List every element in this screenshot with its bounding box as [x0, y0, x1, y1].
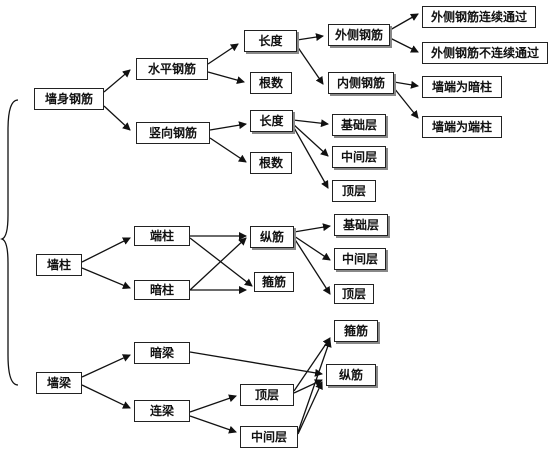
inner-rebar-node: 内侧钢筋 [328, 72, 394, 94]
connector [103, 69, 131, 93]
end-column-node: 端柱 [134, 226, 190, 246]
middle-layer-node-vertical: 中间层 [332, 146, 386, 168]
connector [189, 351, 323, 377]
connector [81, 237, 131, 263]
horizontal-rebar-node: 水平钢筋 [136, 58, 208, 80]
wall-column-node: 墙柱 [36, 254, 82, 276]
connector [293, 235, 331, 261]
base-layer-node-vertical: 基础层 [332, 114, 386, 136]
connector [293, 337, 331, 392]
top-layer-node-beam: 顶层 [240, 384, 294, 406]
connector [292, 125, 329, 189]
connector [389, 13, 419, 31]
wall-rebar-node: 墙身钢筋 [34, 88, 104, 110]
connector [189, 415, 237, 434]
end-end-column-node: 墙端为端柱 [422, 116, 502, 138]
connector [209, 121, 247, 131]
base-layer-node-column: 基础层 [334, 214, 388, 236]
top-layer-node-vertical: 顶层 [332, 180, 376, 202]
connector [189, 237, 247, 291]
longitudinal-node-beam: 纵筋 [326, 364, 376, 386]
connector [297, 339, 332, 433]
connector [292, 123, 329, 157]
outer-noncontinuous-node: 外侧钢筋不连续通过 [422, 42, 548, 64]
coupling-beam-node: 连梁 [134, 400, 190, 422]
middle-layer-node-column: 中间层 [334, 248, 386, 270]
vertical-rebar-node: 竖向钢筋 [136, 122, 210, 144]
connector [297, 381, 323, 435]
count-node-horizontal: 根数 [250, 72, 292, 94]
connector [393, 87, 419, 119]
length-node-horizontal: 长度 [244, 30, 297, 52]
connector [81, 267, 131, 289]
connector [207, 43, 239, 65]
connector [207, 71, 245, 84]
stirrup-node-column: 箍筋 [254, 272, 294, 292]
stirrup-node-beam: 箍筋 [334, 320, 378, 342]
connector [81, 384, 131, 409]
root-brace [0, 99, 19, 386]
connector [292, 119, 329, 128]
length-node-vertical: 长度 [250, 110, 293, 132]
outer-rebar-node: 外侧钢筋 [328, 24, 390, 46]
end-hidden-column-node: 墙端为暗柱 [422, 76, 502, 98]
connector [293, 223, 331, 233]
connector [81, 354, 131, 378]
hidden-beam-node: 暗梁 [134, 342, 190, 364]
middle-layer-node-beam: 中间层 [240, 426, 298, 448]
connector [296, 45, 324, 85]
connector [389, 37, 419, 53]
outer-continuous-node: 外侧钢筋连续通过 [422, 6, 536, 28]
connector [209, 137, 247, 163]
count-node-vertical: 根数 [250, 152, 292, 174]
wall-beam-node: 墙梁 [36, 372, 82, 394]
top-layer-node-column: 顶层 [334, 284, 374, 304]
connector [103, 105, 131, 131]
connector [296, 33, 324, 42]
connector [189, 394, 237, 413]
connector [293, 237, 331, 295]
connector [393, 80, 419, 89]
longitudinal-node-column: 纵筋 [250, 226, 294, 248]
hidden-column-node: 暗柱 [134, 280, 190, 300]
